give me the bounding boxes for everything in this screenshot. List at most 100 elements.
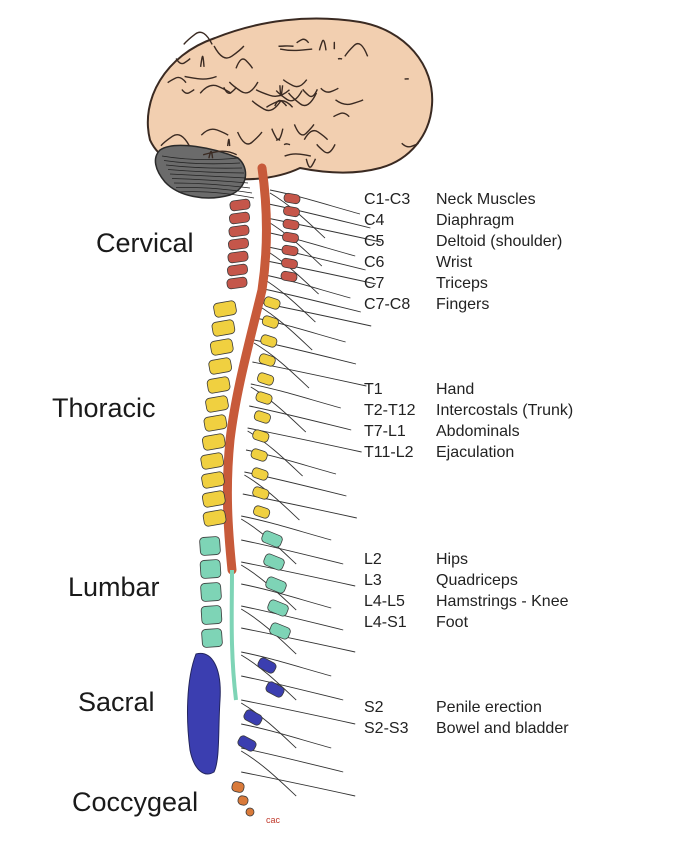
cerebellum-fold-line <box>165 164 243 169</box>
vertebra-thoracic <box>253 410 271 424</box>
function-label: Abdominals <box>436 423 520 440</box>
brain-gyrus-line <box>181 88 195 94</box>
brain-gyrus-line <box>202 150 237 156</box>
vertebra-thoracic <box>213 300 237 318</box>
brain-gyrus-line <box>226 138 231 147</box>
vertebra-thoracic <box>263 296 281 310</box>
brain-gyrus-line <box>282 79 308 88</box>
sacral-process <box>257 657 277 674</box>
brain-gyrus-line <box>316 143 336 154</box>
region-label-lumbar: Lumbar <box>68 572 160 602</box>
brain-gyrus-line <box>199 84 232 94</box>
spinal-nerve <box>240 654 297 701</box>
vertebra-thoracic <box>252 429 270 443</box>
vertebra-lumbar <box>199 536 221 556</box>
function-label: Hips <box>436 551 469 568</box>
spinal-nerve <box>263 245 366 271</box>
brain-gyrus-line <box>175 58 191 65</box>
segment-label: C6 <box>364 254 385 271</box>
region-label-thoracic: Thoracic <box>52 393 156 423</box>
cerebellum-folia <box>161 155 255 199</box>
vertebra-thoracic <box>206 376 231 394</box>
segment-label: L4-L5 <box>364 593 405 610</box>
spinal-nerve <box>241 747 344 773</box>
spinal-cord <box>222 163 271 575</box>
spinal-nerve <box>241 699 356 725</box>
segment-label: S2 <box>364 699 384 716</box>
brain-gyrus-line <box>401 142 419 148</box>
spinal-nerve <box>269 192 326 239</box>
vertebra-thoracic <box>258 353 276 367</box>
brain-gyrus-line <box>236 131 263 145</box>
brain-gyrus-line <box>200 128 229 136</box>
brain-gyrus-line <box>271 128 284 141</box>
vertebra-cervical <box>228 237 249 251</box>
sacral-process <box>243 709 263 726</box>
cauda-equina <box>229 569 238 701</box>
vertebra-lumbar <box>199 559 222 579</box>
region-label-coccygeal: Coccygeal <box>72 787 199 817</box>
brain-gyrus-line <box>183 31 213 45</box>
vertebra-cervical <box>282 231 299 244</box>
function-label: Triceps <box>436 275 488 292</box>
vertebra-thoracic <box>251 467 269 481</box>
function-label: Intercostals (Trunk) <box>436 402 574 419</box>
vertebra-thoracic <box>202 509 227 527</box>
vertebra-cervical <box>280 270 298 283</box>
vertebra-lumbar <box>200 605 223 625</box>
vertebra-thoracic <box>201 490 226 508</box>
spinal-nerve <box>240 750 297 797</box>
segment-label: L2 <box>364 551 382 568</box>
function-label: Hand <box>436 381 475 398</box>
vertebra-cervical <box>227 250 249 264</box>
brain-gyrus-line <box>283 143 291 146</box>
segment-label: C7-C8 <box>364 296 411 313</box>
region-label-cervical: Cervical <box>96 228 194 258</box>
segment-label: S2-S3 <box>364 720 409 737</box>
brain-gyrus-line <box>305 158 317 168</box>
vertebra-lumbar <box>267 599 289 617</box>
vertebra-thoracic <box>253 505 271 519</box>
vertebra-lumbar <box>263 553 285 571</box>
segment-label: C7 <box>364 275 385 292</box>
cerebellum-fold-line <box>171 178 249 184</box>
function-label: Fingers <box>436 296 490 313</box>
brain-gyrus-line <box>302 88 318 98</box>
function-label: Bowel and bladder <box>436 720 569 737</box>
brain-gyrus-line <box>287 92 318 107</box>
vertebra-thoracic <box>200 452 225 470</box>
vertebra-coccygeal <box>231 781 245 793</box>
spinal-nerve <box>241 627 356 653</box>
vertebra-thoracic <box>255 391 273 405</box>
function-label: Hamstrings - Knee <box>436 593 569 610</box>
vertebra-thoracic <box>211 319 236 337</box>
spinal-nerve <box>266 217 381 243</box>
vertebra-cervical <box>282 218 300 231</box>
function-label: Wrist <box>436 254 473 271</box>
cerebellum-fold-line <box>167 169 245 174</box>
spinal-nerve <box>244 474 300 521</box>
spinal-nerve <box>241 583 332 609</box>
vertebrae <box>187 192 301 817</box>
vertebra-thoracic <box>205 395 229 413</box>
spinal-nerve <box>241 605 344 631</box>
vertebra-cervical <box>229 198 251 212</box>
spinal-nerve <box>261 259 377 285</box>
cerebellum-fold-line <box>169 173 247 179</box>
spinal-nerve <box>249 405 352 431</box>
vertebra-thoracic <box>257 372 275 386</box>
brain-gyrus-line <box>344 42 369 57</box>
spinal-nerve <box>241 723 332 749</box>
brain-gyrus-line <box>303 129 329 141</box>
spinal-nerve <box>241 651 332 677</box>
brain-gyrus-line <box>333 112 350 118</box>
spinal-nerve <box>258 287 361 313</box>
brain-gyrus-line <box>293 123 315 136</box>
spinal-nerve <box>241 561 356 587</box>
brain-gyrus-line <box>223 86 238 94</box>
vertebra-lumbar <box>261 530 283 548</box>
vertebra-thoracic <box>261 315 279 329</box>
segment-label: C4 <box>364 212 385 229</box>
vertebra-thoracic <box>201 433 226 451</box>
brain-gyrus-line <box>320 87 339 93</box>
